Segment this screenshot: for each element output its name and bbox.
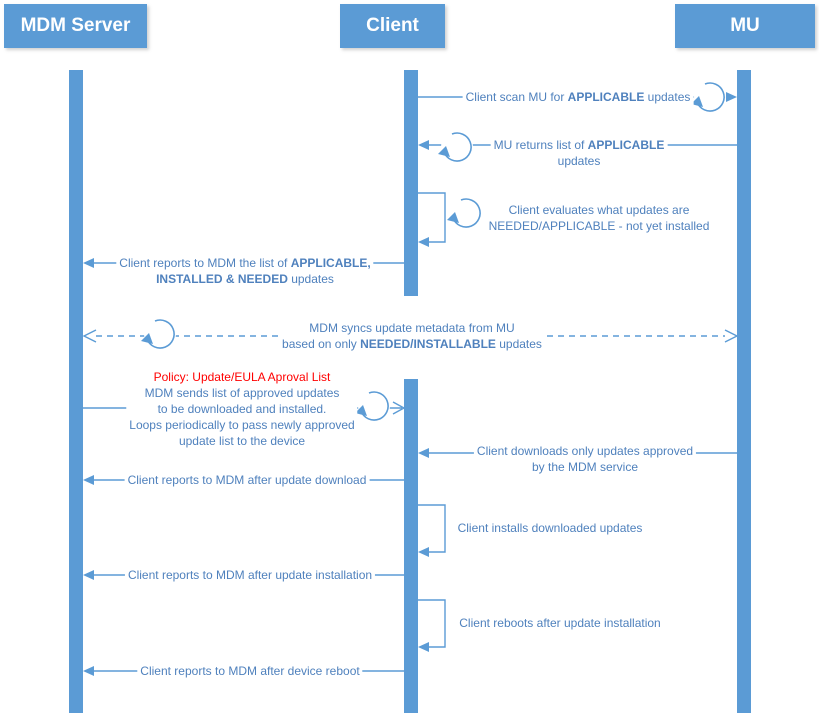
message-label-install: Client installs downloaded updates [454, 520, 646, 536]
message-label-policy: Policy: Update/EULA Aproval List MDM sen… [126, 369, 358, 449]
loop-icon [690, 80, 727, 114]
message-label-report-list: Client reports to MDM the list of APPLIC… [116, 255, 374, 287]
actor-mu: MU [675, 4, 815, 48]
message-label-report-download: Client reports to MDM after update downl… [124, 472, 370, 488]
message-label-sync: MDM syncs update metadata from MU based … [279, 320, 545, 352]
selfloop-evaluates [418, 192, 446, 247]
actor-mu-label: MU [730, 15, 760, 36]
loop-icon [140, 317, 177, 351]
actor-client: Client [340, 4, 445, 48]
message-label-scan: Client scan MU for APPLICABLE updates [462, 89, 694, 105]
loop-icon [437, 130, 474, 164]
selfloop-install [418, 504, 446, 557]
message-label-report-reboot: Client reports to MDM after device reboo… [137, 663, 363, 679]
lifeline-client [404, 70, 418, 713]
actor-client-label: Client [366, 15, 419, 36]
lifeline-mu [737, 70, 751, 713]
message-label-evaluates: Client evaluates what updates are NEEDED… [485, 202, 713, 234]
message-label-report-install: Client reports to MDM after update insta… [124, 567, 376, 583]
loop-icon [354, 389, 391, 423]
lifeline-mdm-server [69, 70, 83, 713]
message-label-download: Client downloads only updates approved b… [473, 443, 697, 475]
actor-mdm-server: MDM Server [4, 4, 147, 48]
policy-red-text: Policy: Update/EULA Aproval List [126, 369, 358, 385]
actor-mdm-server-label: MDM Server [20, 15, 131, 36]
loop-icon [446, 196, 483, 230]
arrow-sync-dashed [82, 329, 739, 343]
message-label-reboot: Client reboots after update installation [456, 615, 664, 631]
message-label-returns: MU returns list of APPLICABLE updates [490, 137, 668, 169]
selfloop-reboot [418, 599, 446, 652]
